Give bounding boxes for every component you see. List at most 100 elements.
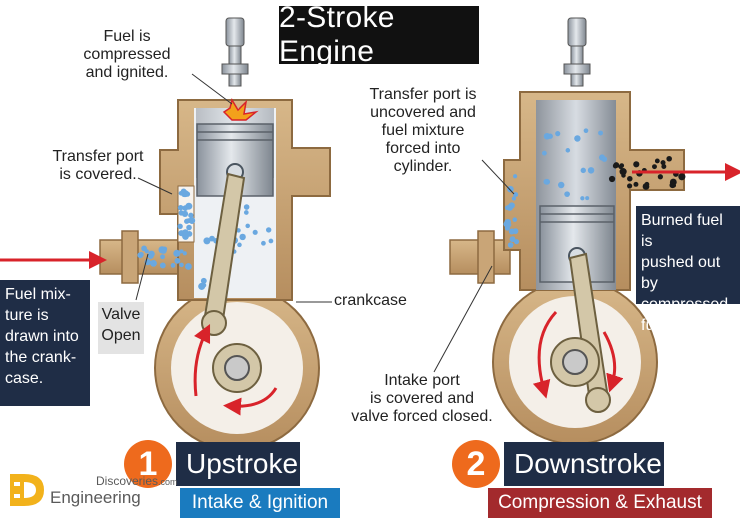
fuel-bubble — [654, 158, 660, 164]
fuel-bubble — [245, 223, 250, 229]
fuel-bubble — [137, 252, 144, 259]
left-fuel-drawn-box: Fuel mix- ture is drawn into the crank- … — [0, 280, 90, 406]
left-note-transfer-port: Transfer port is covered. — [52, 148, 144, 183]
fuel-bubble — [173, 249, 181, 257]
fuel-bubble — [574, 135, 581, 142]
fuel-bubble — [243, 204, 250, 210]
logo-bottom-text: Engineering — [50, 488, 141, 507]
fuel-bubble — [619, 168, 627, 176]
fuel-bubble — [181, 210, 189, 218]
fuel-bubble — [585, 196, 590, 201]
fuel-bubble — [580, 196, 585, 201]
crankcase-label: crankcase — [334, 292, 407, 309]
fuel-bubble — [652, 164, 657, 170]
fuel-bubble — [509, 236, 516, 243]
logo-mark — [8, 470, 48, 510]
downstroke-label: Downstroke — [504, 442, 664, 486]
fuel-bubble — [555, 131, 561, 137]
fuel-bubble — [587, 167, 595, 174]
fuel-bubble — [265, 227, 272, 233]
fuel-bubble — [513, 174, 518, 179]
right-spark-plug — [567, 17, 587, 47]
fuel-bubble — [513, 192, 519, 198]
fuel-bubble — [627, 183, 633, 189]
left-intake-flange — [121, 230, 139, 284]
fuel-bubble — [565, 148, 571, 153]
fuel-bubble — [678, 173, 686, 181]
fuel-bubble — [239, 233, 246, 241]
fuel-bubble — [161, 246, 167, 252]
fuel-bubble — [252, 229, 258, 235]
fuel-bubble — [583, 128, 589, 134]
fuel-bubble — [619, 163, 625, 168]
fuel-bubble — [671, 183, 677, 188]
fuel-bubble — [174, 257, 181, 264]
fuel-bubble — [564, 191, 570, 198]
right-engine — [433, 17, 740, 445]
fuel-bubble — [189, 219, 195, 224]
page-title: 2-Stroke Engine — [279, 1, 479, 68]
upstroke-label: Upstroke — [176, 442, 300, 486]
left-ignition-spark — [222, 98, 259, 121]
right-rotation-arrow-1 — [532, 310, 558, 399]
fuel-bubble — [170, 263, 176, 268]
fuel-bubble — [512, 217, 518, 222]
fuel-bubble — [159, 262, 166, 269]
right-rotation-arrow-2 — [602, 331, 624, 393]
fuel-bubble — [268, 238, 274, 244]
fuel-bubble — [601, 156, 608, 162]
fuel-bubble — [503, 221, 509, 227]
fuel-bubble — [184, 218, 190, 224]
fuel-bubble — [182, 229, 189, 236]
fuel-bubble — [511, 196, 517, 201]
fuel-bubble — [512, 228, 519, 235]
fuel-bubble — [182, 251, 187, 256]
fuel-bubble — [543, 178, 550, 185]
fuel-bubble — [160, 254, 165, 260]
fuel-bubble — [661, 164, 667, 169]
fuel-bubble — [627, 175, 633, 182]
fuel-bubble — [644, 181, 650, 187]
fuel-bubble — [598, 130, 604, 136]
left-spark-plug — [225, 17, 245, 47]
fuel-bubble — [181, 190, 189, 198]
fuel-bubble — [203, 237, 211, 245]
fuel-bubble — [188, 212, 194, 219]
left-valve-open-label: Valve Open — [98, 302, 144, 354]
fuel-bubble — [179, 262, 184, 268]
fuel-bubble — [543, 132, 551, 140]
fuel-bubble — [666, 155, 672, 162]
fuel-bubble — [508, 202, 515, 209]
fuel-bubble — [144, 249, 149, 254]
fuel-bubble — [177, 223, 183, 230]
fuel-bubble — [557, 181, 565, 189]
fuel-bubble — [660, 160, 666, 166]
fuel-bubble — [182, 205, 189, 211]
fuel-bubble — [177, 204, 184, 211]
fuel-bubble — [186, 224, 192, 231]
fuel-bubble — [633, 161, 640, 168]
intake-ignition-label: Intake & Ignition — [180, 488, 340, 518]
fuel-bubble — [608, 175, 616, 183]
left-rotation-arrow-1 — [193, 323, 211, 397]
right-note-intake-port: Intake port is covered and valve forced … — [351, 372, 493, 425]
fuel-bubble — [613, 162, 620, 168]
left-rotation-arrow-2 — [223, 387, 278, 416]
fuel-bubble — [621, 173, 626, 178]
fuel-bubble — [633, 181, 639, 187]
step-2-badge: 2 — [452, 440, 500, 488]
step-1-badge: 1 — [124, 440, 172, 488]
fuel-bubble — [507, 185, 514, 193]
fuel-bubble — [261, 240, 266, 246]
fuel-bubble — [209, 235, 215, 242]
right-note-transfer-port: Transfer port is uncovered and fuel mixt… — [369, 86, 477, 175]
fuel-bubble — [185, 263, 192, 270]
right-fuel-bubbles — [503, 128, 608, 248]
fuel-bubble — [507, 242, 514, 248]
fuel-bubble — [150, 259, 157, 267]
fuel-bubble — [243, 210, 249, 215]
fuel-bubble — [657, 174, 663, 180]
compression-exhaust-label: Compression & Exhaust — [488, 488, 712, 518]
